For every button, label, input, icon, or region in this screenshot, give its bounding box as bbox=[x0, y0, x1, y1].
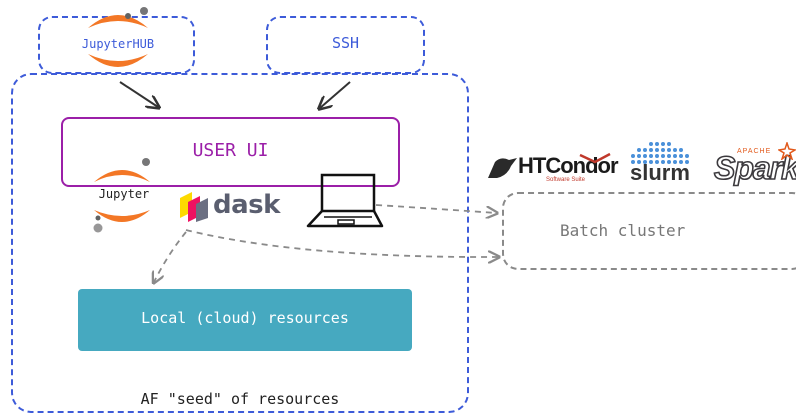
htcondor-swoosh-icon bbox=[579, 152, 611, 164]
jupyterhub-label: JupyterHUB bbox=[81, 37, 155, 51]
user-ui-label: USER UI bbox=[192, 140, 269, 161]
laptop-icon bbox=[306, 173, 384, 228]
user-ui-box bbox=[61, 117, 400, 187]
jupyterhub-logo-icon bbox=[88, 7, 148, 67]
slurm-logo-text: slurm bbox=[630, 160, 690, 185]
laptop-to-batch-arrow bbox=[375, 204, 496, 213]
local-resources-box bbox=[78, 289, 412, 351]
htcondor-bird-icon bbox=[488, 158, 517, 178]
spark-logo-text: Spark bbox=[713, 149, 796, 187]
batch-cluster-box bbox=[502, 192, 796, 270]
batch-cluster-label: Batch cluster bbox=[560, 221, 686, 240]
spark-apache-text: APACHE bbox=[737, 148, 772, 155]
dask-label: dask bbox=[213, 190, 280, 220]
spark-star-icon bbox=[778, 142, 796, 160]
dask-to-local-arrow bbox=[154, 231, 187, 282]
jupyter-logo-icon bbox=[93, 158, 150, 233]
af-seed-label: AF "seed" of resources bbox=[140, 390, 340, 408]
jupyter-label: Jupyter bbox=[98, 187, 150, 201]
local-resources-label: Local (cloud) resources bbox=[141, 309, 349, 327]
ssh-label: SSH bbox=[331, 34, 360, 52]
af-seed-boundary bbox=[11, 73, 469, 413]
slurm-logo-icon bbox=[631, 142, 689, 164]
dask-to-batch-arrow bbox=[185, 229, 498, 257]
htcondor-subtext: Software Suite bbox=[546, 177, 586, 183]
ssh-to-ui-arrow bbox=[320, 81, 351, 108]
dask-logo-icon bbox=[180, 192, 208, 222]
jupyterhub-to-ui-arrow bbox=[119, 81, 158, 107]
